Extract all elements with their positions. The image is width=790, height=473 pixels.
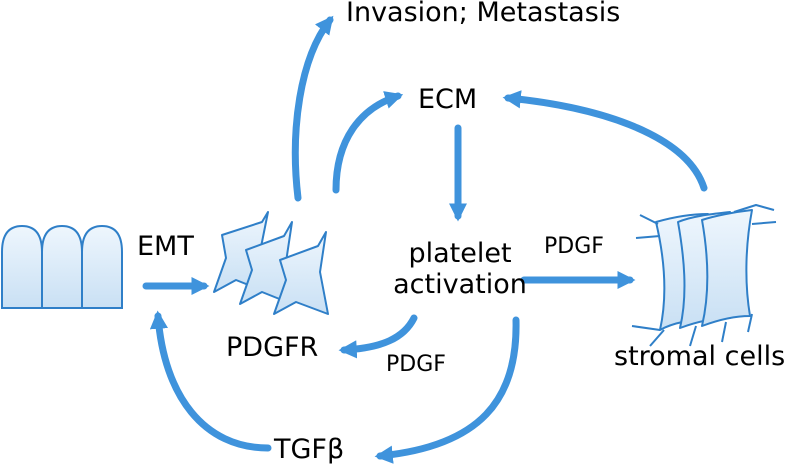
arrow-platelet-to-tgfb: [374, 316, 520, 464]
arrow-platelet-to-pdgfr: [338, 314, 418, 359]
activation-label: activation: [393, 269, 527, 301]
ecm-label: ECM: [418, 84, 478, 115]
pdgf-stromal-label: PDGF: [544, 234, 604, 259]
tgfb-label: TGFβ: [274, 434, 345, 465]
platelet-activation-label: platelet activation: [392, 238, 528, 300]
arrow-stromal-to-ecm: [502, 90, 708, 192]
arrow-to-invasion: [291, 15, 334, 202]
arrow-mesenchymal-to-ecm: [332, 91, 404, 194]
pdgfr-label: PDGFR: [226, 332, 319, 363]
stromal-cells-icon: [631, 204, 777, 347]
arrow-tgfb-to-emt: [149, 310, 272, 452]
epithelial-cells-icon: [1, 224, 123, 309]
stromal-cells-label: stromal cells: [614, 341, 786, 372]
pdgf-lower-label: PDGF: [386, 352, 446, 377]
platelet-label: platelet: [408, 238, 512, 269]
invasion-metastasis-label: Invasion; Metastasis: [346, 0, 621, 28]
mesenchymal-cells-icon: [213, 211, 329, 315]
emt-label: EMT: [137, 231, 194, 262]
